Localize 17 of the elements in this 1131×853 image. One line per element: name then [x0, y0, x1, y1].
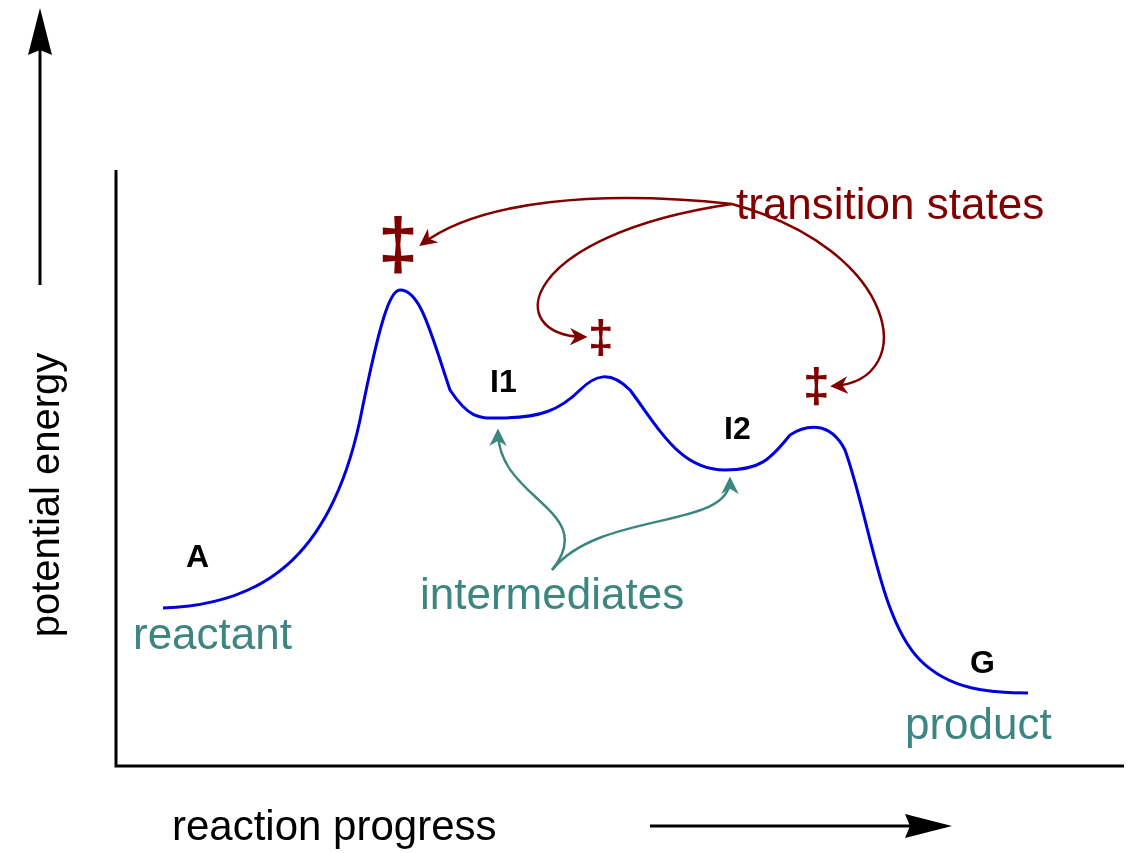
axis-label: potential energy	[24, 352, 65, 638]
double-dagger-symbol: ‡	[378, 208, 419, 280]
arrow	[731, 202, 885, 392]
annotation-text: intermediates	[420, 572, 685, 616]
point-label: A	[186, 540, 210, 572]
arrow	[536, 202, 733, 344]
point-label: I2	[724, 412, 751, 444]
annotation-text: product	[905, 702, 1052, 746]
double-dagger-symbol: ‡	[588, 314, 614, 360]
axis-label: reaction progress	[172, 805, 497, 847]
arrow	[491, 428, 566, 571]
double-dagger-symbol: ‡	[803, 362, 830, 410]
annotation-text: transition states	[736, 182, 1045, 226]
point-label: I1	[490, 365, 517, 397]
arrow	[551, 476, 736, 571]
annotation-text: reactant	[133, 612, 292, 656]
point-label: G	[970, 646, 995, 678]
